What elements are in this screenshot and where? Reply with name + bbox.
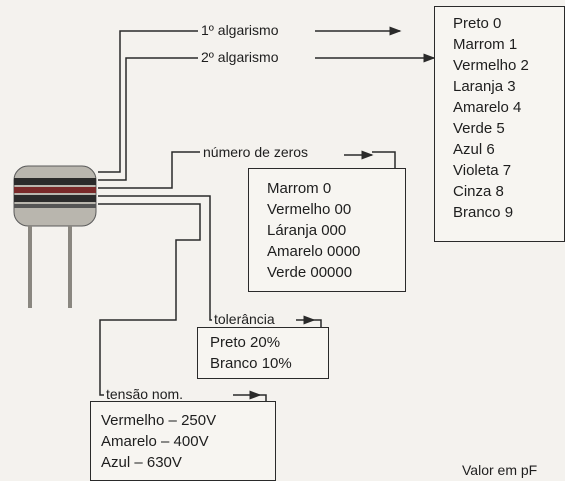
digit-row: Amarelo 4 bbox=[453, 99, 522, 116]
digit-row: Laranja 3 bbox=[453, 78, 516, 95]
line-tolerance-down bbox=[314, 319, 322, 328]
zeros-row: Láranja 000 bbox=[267, 222, 347, 239]
voltage-row: Azul – 630V bbox=[101, 454, 182, 471]
label-first-digit: 1º algarismo bbox=[199, 22, 281, 38]
line-first-digit bbox=[98, 30, 198, 173]
digit-color-table: Preto 0 Marrom 1 Vermelho 2 Laranja 3 Am… bbox=[434, 6, 565, 242]
zeros-table: Marrom 0 Vermelho 00 Láranja 000 Amarelo… bbox=[248, 168, 406, 292]
tolerance-row: Branco 10% bbox=[210, 355, 292, 372]
digit-row: Violeta 7 bbox=[453, 162, 512, 179]
zeros-row: Marrom 0 bbox=[267, 180, 332, 197]
label-zeros: número de zeros bbox=[201, 144, 311, 160]
voltage-table: Vermelho – 250V Amarelo – 400V Azul – 63… bbox=[90, 401, 276, 481]
footer-value-note: Valor em pF bbox=[462, 462, 538, 478]
digit-row: Preto 0 bbox=[453, 15, 502, 32]
voltage-row: Amarelo – 400V bbox=[101, 433, 209, 450]
line-voltage-down bbox=[260, 394, 267, 402]
label-tolerance: tolerância bbox=[212, 311, 277, 327]
line-second-digit bbox=[98, 57, 198, 181]
digit-row: Azul 6 bbox=[453, 141, 495, 158]
tolerance-row: Preto 20% bbox=[210, 334, 281, 351]
voltage-row: Vermelho – 250V bbox=[101, 412, 217, 429]
label-second-digit: 2º algarismo bbox=[199, 49, 281, 65]
label-voltage: tensão nom. bbox=[104, 386, 186, 402]
line-zeros bbox=[98, 151, 200, 189]
zeros-row: Vermelho 00 bbox=[267, 201, 352, 218]
digit-row: Vermelho 2 bbox=[453, 57, 529, 74]
line-zeros-down bbox=[372, 151, 396, 170]
capacitor-icon bbox=[13, 165, 97, 308]
line-voltage bbox=[98, 203, 201, 396]
digit-row: Cinza 8 bbox=[453, 183, 504, 200]
zeros-row: Amarelo 0000 bbox=[267, 243, 361, 260]
zeros-row: Verde 00000 bbox=[267, 264, 353, 281]
digit-row: Branco 9 bbox=[453, 204, 514, 221]
digit-row: Verde 5 bbox=[453, 120, 505, 137]
line-tolerance bbox=[98, 195, 212, 321]
tolerance-table: Preto 20% Branco 10% bbox=[197, 327, 329, 379]
digit-row: Marrom 1 bbox=[453, 36, 518, 53]
